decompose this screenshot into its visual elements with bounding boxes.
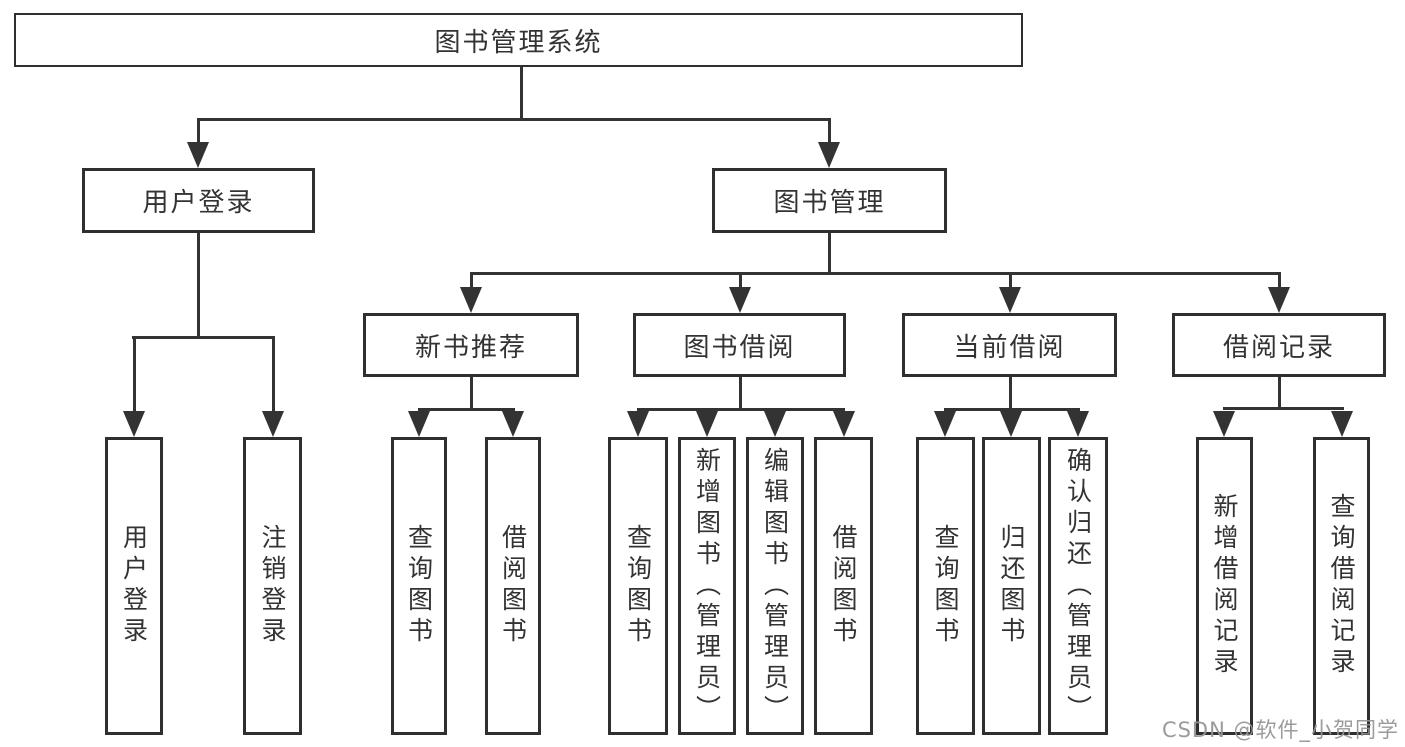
connector-stem — [1278, 377, 1281, 410]
node-label: 新增借阅记录 — [1210, 493, 1239, 679]
node-label: 借阅记录 — [1222, 332, 1335, 363]
arrow-down-icon — [1067, 411, 1089, 437]
node-label: 用户登录 — [142, 188, 255, 218]
arrow-down-icon — [833, 411, 855, 437]
node-new-book-recommendation: 新书推荐 — [363, 313, 579, 377]
leaf-borrowing-edit-books-admin: 编辑图书（管理员） — [746, 437, 804, 735]
leaf-records-query-borrow-record: 查询借阅记录 — [1313, 437, 1370, 735]
arrow-down-icon — [764, 411, 786, 437]
leaf-logout: 注销登录 — [243, 437, 302, 735]
leaf-recommend-query-books: 查询图书 — [391, 437, 447, 735]
connector-stem — [828, 233, 831, 275]
arrow-down-icon — [1331, 411, 1353, 437]
arrow-down-icon — [460, 287, 482, 313]
node-label: 新书推荐 — [414, 332, 527, 363]
connector-level2-rail — [470, 272, 1281, 275]
leaf-current-confirm-return-admin: 确认归还（管理员） — [1048, 437, 1108, 735]
node-label: 编辑图书（管理员） — [760, 446, 790, 726]
leaf-user-login: 用户登录 — [105, 437, 163, 735]
connector-stem — [828, 118, 831, 150]
connector-stem — [1009, 272, 1012, 292]
node-label: 查询图书 — [931, 524, 960, 648]
connector-rail — [132, 336, 275, 339]
node-label: 当前借阅 — [953, 332, 1066, 363]
leaf-current-query-books: 查询图书 — [916, 437, 975, 735]
node-label: 新增图书（管理员） — [692, 446, 722, 726]
leaf-borrowing-query-books: 查询图书 — [608, 437, 668, 735]
connector-stem — [272, 336, 275, 418]
node-current-borrowing: 当前借阅 — [902, 313, 1117, 377]
arrow-down-icon — [408, 411, 430, 437]
node-label: 注销登录 — [258, 524, 287, 648]
leaf-records-add-borrow-record: 新增借阅记录 — [1196, 437, 1253, 735]
connector-rail — [637, 408, 845, 411]
arrow-down-icon — [1000, 411, 1022, 437]
node-label: 查询借阅记录 — [1327, 493, 1356, 679]
arrow-down-icon — [818, 142, 840, 168]
node-library-management-system: 图书管理系统 — [14, 13, 1023, 67]
node-label: 查询图书 — [404, 524, 434, 648]
connector-stem — [197, 233, 200, 339]
connector-root-stem — [520, 67, 523, 121]
arrow-down-icon — [187, 142, 209, 168]
node-label: 图书管理 — [773, 188, 886, 218]
connector-rail — [418, 408, 515, 411]
connector-level1-rail — [197, 118, 830, 121]
arrow-down-icon — [696, 411, 718, 437]
connector-stem — [470, 377, 473, 411]
leaf-recommend-borrow-books: 借阅图书 — [485, 437, 541, 735]
connector-stem — [1278, 272, 1281, 292]
node-label: 用户登录 — [119, 524, 149, 648]
connector-stem — [739, 377, 742, 411]
leaf-current-return-books: 归还图书 — [982, 437, 1041, 735]
arrow-down-icon — [999, 287, 1021, 313]
connector-stem — [133, 336, 136, 418]
node-book-management: 图书管理 — [712, 168, 947, 233]
arrow-down-icon — [729, 287, 751, 313]
connector-rail — [944, 408, 1080, 411]
node-label: 图书管理系统 — [434, 27, 603, 58]
connector-stem — [470, 272, 473, 292]
leaf-borrowing-add-books-admin: 新增图书（管理员） — [678, 437, 736, 735]
node-label: 归还图书 — [997, 524, 1026, 648]
connector-stem — [1009, 377, 1012, 411]
node-label: 图书借阅 — [683, 332, 796, 363]
leaf-borrowing-borrow-books: 借阅图书 — [814, 437, 873, 735]
connector-stem — [197, 118, 200, 150]
arrow-down-icon — [502, 411, 524, 437]
node-label: 借阅图书 — [829, 524, 858, 648]
node-book-borrowing: 图书借阅 — [633, 313, 846, 377]
connector-stem — [739, 272, 742, 292]
arrow-down-icon — [1268, 287, 1290, 313]
arrow-down-icon — [123, 411, 145, 437]
node-user-login: 用户登录 — [82, 168, 315, 233]
node-label: 借阅图书 — [498, 524, 528, 648]
arrow-down-icon — [1213, 411, 1235, 437]
arrow-down-icon — [262, 411, 284, 437]
arrow-down-icon — [934, 411, 956, 437]
node-borrowing-records: 借阅记录 — [1172, 313, 1386, 377]
node-label: 确认归还（管理员） — [1063, 446, 1093, 726]
node-label: 查询图书 — [623, 524, 653, 648]
connector-rail — [1223, 407, 1344, 410]
arrow-down-icon — [627, 411, 649, 437]
csdn-watermark: CSDN @软件_小贺同学 — [1161, 718, 1399, 742]
